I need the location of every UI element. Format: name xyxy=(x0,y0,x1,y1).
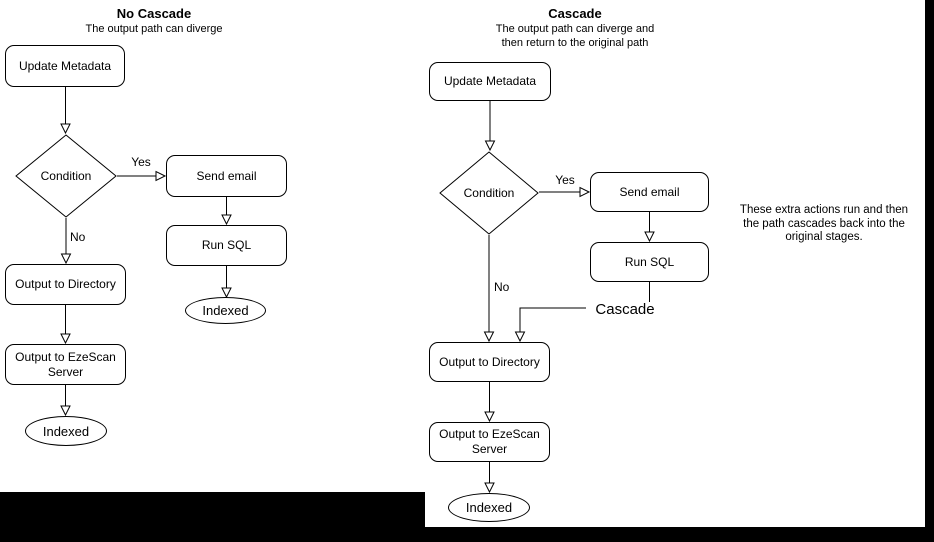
diamond-shape-icon xyxy=(439,151,539,235)
edge-left-run-sql-to-indexed xyxy=(221,266,232,299)
node-label: Update Metadata xyxy=(443,74,537,88)
node-label: Indexed xyxy=(202,303,249,318)
node-output-ezescan-server: Output to EzeScan Server xyxy=(429,422,550,462)
arrowhead-icon xyxy=(579,186,591,198)
arrowhead-icon xyxy=(221,287,232,299)
edge-right-send-email-to-run-sql xyxy=(644,212,655,243)
node-send-email: Send email xyxy=(166,155,287,197)
node-label: Output to EzeScan Server xyxy=(15,349,116,379)
arrowhead-icon xyxy=(60,253,72,265)
left-flow-subtitle: The output path can diverge xyxy=(85,23,223,35)
node-condition: Condition xyxy=(439,151,539,235)
edge-label-yes: Yes xyxy=(126,156,156,168)
edge-left-condition-to-output-directory xyxy=(60,218,72,265)
arrowhead-icon xyxy=(155,170,167,182)
diamond-shape-icon xyxy=(15,134,117,218)
node-label: Output to Directory xyxy=(15,277,116,291)
arrowhead-icon xyxy=(221,214,232,226)
edge-right-condition-to-send-email xyxy=(539,186,591,198)
node-label: Run SQL xyxy=(624,254,675,269)
node-label: Condition xyxy=(463,186,515,200)
edge-left-output-directory-to-ezescan xyxy=(60,305,71,345)
edge-label-yes: Yes xyxy=(550,174,580,186)
node-update-metadata: Update Metadata xyxy=(429,62,551,101)
edge-right-ezescan-to-indexed xyxy=(484,462,495,494)
node-output-directory: Output to Directory xyxy=(429,342,550,382)
right-flow-title: Cascade xyxy=(548,6,602,21)
node-label: Output to Directory xyxy=(439,354,540,369)
edge-label-no: No xyxy=(493,280,511,294)
edge-label-cascade: Cascade xyxy=(586,302,664,317)
right-flow-subtitle-line1: The output path can diverge and xyxy=(495,23,655,35)
node-output-directory: Output to Directory xyxy=(5,264,126,305)
node-indexed-end: Indexed xyxy=(448,493,530,522)
node-label: Update Metadata xyxy=(18,58,112,73)
arrowhead-icon xyxy=(60,123,71,135)
edge-right-cascade-return xyxy=(514,282,650,343)
node-run-sql: Run SQL xyxy=(590,242,709,282)
node-indexed-end: Indexed xyxy=(25,416,107,446)
arrowhead-icon xyxy=(644,231,655,243)
arrowhead-icon xyxy=(484,411,495,423)
annotation-line1: These extra actions run and then xyxy=(739,204,909,216)
annotation-line2: the path cascades back into the xyxy=(743,217,905,230)
arrowhead-icon xyxy=(514,331,526,343)
node-run-sql: Run SQL xyxy=(166,225,287,266)
annotation-line3: original stages. xyxy=(785,231,863,243)
edge-right-output-directory-to-ezescan xyxy=(484,382,495,423)
node-label: Indexed xyxy=(465,500,513,515)
right-flow-subtitle-line2: then return to the original path xyxy=(501,37,649,49)
arrowhead-icon xyxy=(60,405,71,417)
edge-left-send-email-to-run-sql xyxy=(221,197,232,226)
node-indexed-branch: Indexed xyxy=(185,297,266,324)
edge-right-update-metadata-to-condition xyxy=(484,101,496,152)
node-label: Output to EzeScan Server xyxy=(439,427,540,456)
arrowhead-icon xyxy=(484,482,495,494)
node-label: Indexed xyxy=(42,423,90,439)
edge-left-condition-to-send-email xyxy=(117,170,167,182)
arrowhead-icon xyxy=(60,333,71,345)
node-label: Run SQL xyxy=(201,238,252,252)
node-label: Send email xyxy=(619,184,680,199)
cascade-annotation: These extra actions run and then the pat… xyxy=(724,204,924,245)
arrowhead-icon xyxy=(483,331,495,343)
node-output-ezescan-server: Output to EzeScan Server xyxy=(5,344,126,385)
edge-right-condition-to-output-directory xyxy=(483,235,495,343)
node-label: Condition xyxy=(40,169,92,183)
node-update-metadata: Update Metadata xyxy=(5,45,125,87)
node-label: Send email xyxy=(196,168,257,183)
edge-left-ezescan-to-indexed xyxy=(60,385,71,417)
left-flow-title: No Cascade xyxy=(116,6,192,21)
edge-label-no: No xyxy=(69,230,87,244)
node-send-email: Send email xyxy=(590,172,709,212)
edge-left-update-metadata-to-condition xyxy=(60,87,71,135)
right-flow-subtitle: The output path can diverge and then ret… xyxy=(455,22,695,50)
node-condition: Condition xyxy=(15,134,117,218)
arrowhead-icon xyxy=(484,140,496,152)
